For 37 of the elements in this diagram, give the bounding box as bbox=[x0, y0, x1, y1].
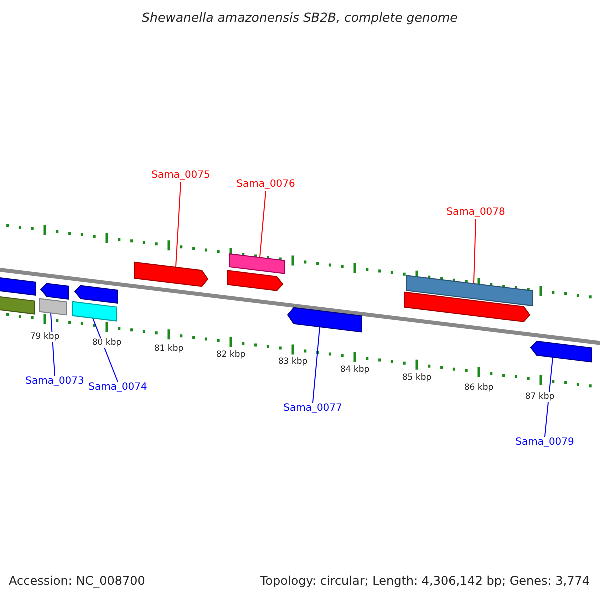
gene-feature bbox=[230, 254, 286, 274]
scale-label: 80 kbp bbox=[92, 338, 122, 348]
scale-label: 82 kbp bbox=[216, 350, 246, 360]
leader-line bbox=[544, 356, 554, 438]
diagram-title: Shewanella amazonensis SB2B, complete genome bbox=[142, 10, 458, 25]
gene-feature bbox=[134, 262, 209, 288]
gene-label: Sama_0076 bbox=[236, 179, 296, 191]
gene-feature bbox=[0, 296, 36, 315]
gene-feature bbox=[287, 307, 362, 333]
leader-line bbox=[260, 190, 266, 258]
gene-feature bbox=[40, 283, 70, 300]
scale-label: 85 kbp bbox=[402, 373, 432, 384]
scale-label: 79 kbp bbox=[30, 332, 60, 342]
gene-label: Sama_0075 bbox=[152, 170, 210, 182]
gene-label: Sama_0073 bbox=[26, 376, 84, 388]
leader-line bbox=[312, 326, 320, 404]
gene-label: Sama_0074 bbox=[88, 382, 148, 394]
gene-feature bbox=[228, 270, 284, 292]
leader-line bbox=[474, 218, 476, 284]
gene-label: Sama_0079 bbox=[516, 437, 574, 449]
scale-label: 84 kbp bbox=[340, 365, 370, 376]
scale-label: 87 kbp bbox=[525, 392, 555, 402]
gene-feature bbox=[406, 275, 534, 307]
gene-feature bbox=[72, 301, 118, 322]
gene-label: Sama_0077 bbox=[284, 403, 342, 415]
gene-feature bbox=[74, 285, 118, 304]
accession-text: Accession: NC_008700 bbox=[9, 574, 146, 588]
gene-label: Sama_0078 bbox=[446, 207, 506, 219]
gene-feature bbox=[530, 340, 592, 363]
gene-feature bbox=[40, 298, 68, 316]
scale-label: 83 kbp bbox=[278, 357, 308, 368]
scale-label: 81 kbp bbox=[154, 344, 184, 354]
genome-info-text: Topology: circular; Length: 4,306,142 bp; Genes: 3,774 bbox=[260, 574, 590, 588]
gene-feature bbox=[0, 276, 36, 296]
gene-feature bbox=[404, 292, 531, 322]
scale-label: 86 kbp bbox=[464, 383, 494, 394]
leader-line bbox=[176, 182, 182, 268]
